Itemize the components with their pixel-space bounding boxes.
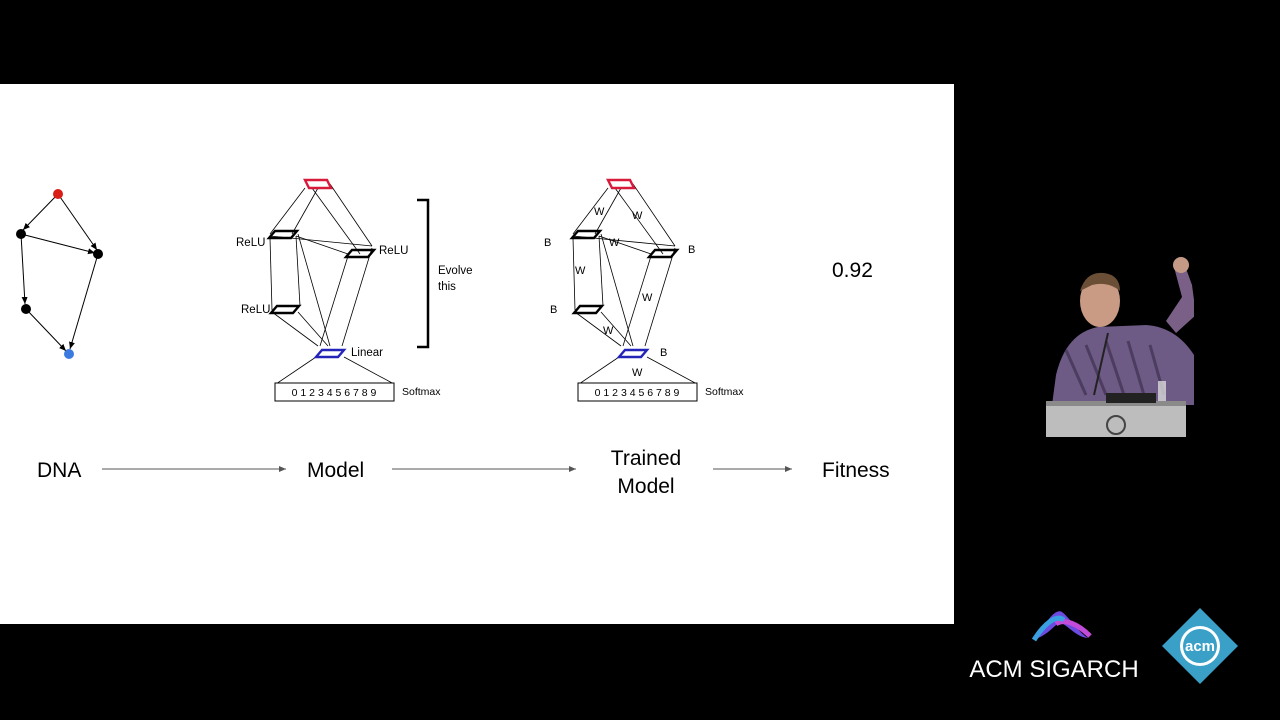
speaker-video	[1046, 255, 1194, 437]
dna-node	[21, 304, 31, 314]
weight-label: W	[632, 367, 643, 379]
dna-output-node	[64, 349, 74, 359]
presentation-slide: 0 1 2 3 4 5 6 7 8 9 Softmax ReLU ReLU Re…	[0, 84, 954, 624]
trained-node	[571, 304, 605, 315]
model-relu-label: ReLU	[241, 304, 270, 316]
flow-trained-model-label: Trained	[611, 447, 681, 470]
model-nodes	[266, 178, 377, 359]
evolve-bracket	[417, 198, 430, 349]
dna-node	[93, 249, 103, 259]
flow-trained-model-label: Model	[617, 475, 674, 498]
model-relu-label: ReLU	[236, 237, 265, 249]
fitness-value: 0.92	[832, 259, 873, 282]
bias-label: B	[550, 304, 557, 316]
trained-softmax-label: Softmax	[705, 386, 744, 398]
acm-logo: acm	[1162, 608, 1238, 684]
model-digits: 0 1 2 3 4 5 6 7 8 9	[292, 387, 377, 399]
neural-architecture-search-diagram: 0 1 2 3 4 5 6 7 8 9 Softmax ReLU ReLU Re…	[16, 178, 890, 498]
flow-fitness-label: Fitness	[822, 459, 890, 482]
model-node-relu	[343, 248, 377, 259]
acm-sigarch-logo: ACM SIGARCH	[969, 611, 1139, 683]
sigarch-text: ACM SIGARCH	[969, 656, 1138, 683]
dna-node	[16, 229, 26, 239]
weight-label: W	[632, 210, 643, 222]
model-softmax-box	[274, 382, 395, 402]
weight-label: W	[575, 265, 586, 277]
trained-output-node	[616, 348, 650, 359]
flow-model-label: Model	[307, 459, 364, 482]
trained-model-nodes	[569, 178, 680, 359]
trained-node	[646, 248, 680, 259]
dna-graph	[16, 189, 103, 359]
conference-logos: ACM SIGARCH acm	[969, 608, 1238, 684]
bias-label: B	[544, 237, 551, 249]
trained-node	[569, 229, 603, 240]
dna-input-node	[53, 189, 63, 199]
weight-label: W	[603, 325, 614, 337]
model-relu-label: ReLU	[379, 245, 408, 257]
model-linear-label: Linear	[351, 347, 383, 359]
flow-dna-label: DNA	[37, 459, 81, 482]
trained-digits: 0 1 2 3 4 5 6 7 8 9	[595, 387, 680, 399]
weight-label: W	[609, 237, 620, 249]
bias-label: B	[688, 244, 695, 256]
model-node-relu	[268, 304, 302, 315]
model-input-node	[303, 178, 333, 190]
model-softmax-label: Softmax	[402, 386, 441, 398]
evolve-label: Evolve	[438, 265, 473, 277]
bias-label: B	[660, 347, 667, 359]
acm-text: acm	[1185, 638, 1215, 655]
weight-label: W	[642, 292, 653, 304]
model-node-relu	[266, 229, 300, 240]
trained-softmax-box	[577, 382, 698, 402]
trained-input-node	[606, 178, 636, 190]
evolve-label: this	[438, 281, 456, 293]
weight-label: W	[594, 206, 605, 218]
sigarch-icon	[1038, 611, 1088, 638]
model-graph	[269, 183, 395, 385]
model-output-node	[313, 348, 347, 359]
